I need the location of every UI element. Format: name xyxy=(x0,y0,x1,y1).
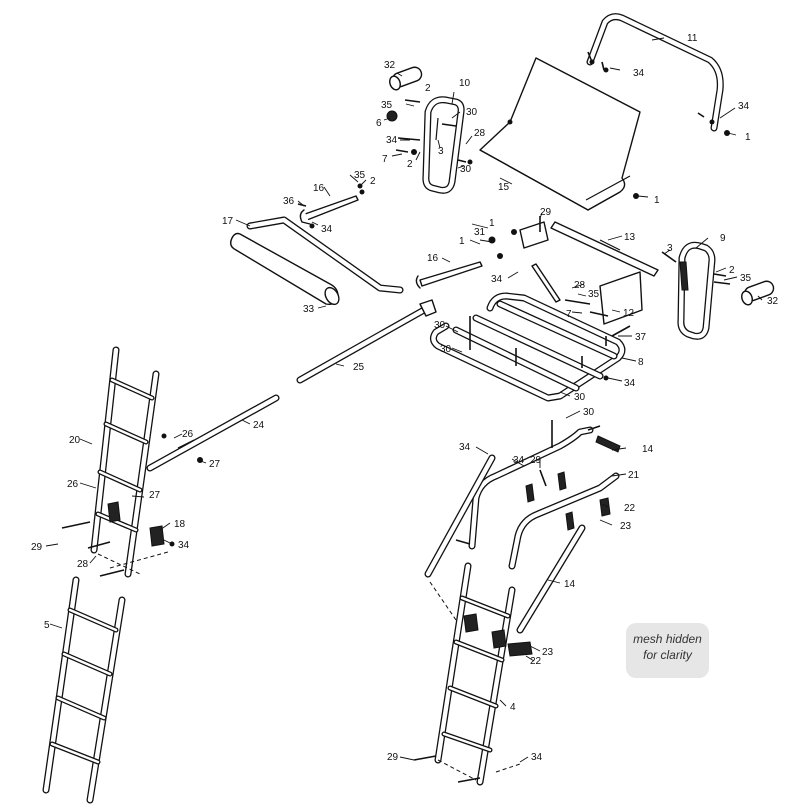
callout-31: 31 xyxy=(474,227,486,238)
callout-24: 24 xyxy=(253,420,265,431)
callout-29: 29 xyxy=(540,207,552,218)
part-15-seat-panel xyxy=(479,57,641,211)
callout-6: 6 xyxy=(376,118,382,129)
callout-35: 35 xyxy=(588,289,600,300)
callout-20: 20 xyxy=(69,435,81,446)
callout-34: 34 xyxy=(624,378,636,389)
callout-21: 21 xyxy=(628,470,640,481)
callout-7: 7 xyxy=(566,309,572,320)
part-13-crossbar xyxy=(550,221,659,277)
part-24-lower-tube xyxy=(146,394,280,472)
callout-14: 14 xyxy=(564,579,576,590)
callout-2: 2 xyxy=(407,159,413,170)
callout-34: 34 xyxy=(491,274,503,285)
part-9-right-side-frame xyxy=(661,241,731,340)
callout-22: 22 xyxy=(624,503,636,514)
callout-35: 35 xyxy=(381,100,393,111)
callout-2: 2 xyxy=(370,176,376,187)
callout-11: 11 xyxy=(687,33,698,44)
callout-4: 4 xyxy=(510,702,516,713)
callout-37: 37 xyxy=(635,332,647,343)
callout-18: 18 xyxy=(174,519,186,530)
callout-36: 36 xyxy=(283,196,295,207)
callout-10: 10 xyxy=(459,78,471,89)
callout-29: 29 xyxy=(387,752,399,763)
callout-34: 34 xyxy=(178,540,190,551)
callout-28: 28 xyxy=(574,280,586,291)
callout-28: 28 xyxy=(474,128,486,139)
callout-16: 16 xyxy=(427,253,439,264)
callout-35: 35 xyxy=(740,273,752,284)
callout-25: 25 xyxy=(353,362,365,373)
callout-29: 29 xyxy=(530,455,542,466)
callout-28: 28 xyxy=(77,559,89,570)
callout-3: 3 xyxy=(667,243,673,254)
callout-16: 16 xyxy=(313,183,325,194)
callout-27: 27 xyxy=(149,490,161,501)
part-32-grip-left xyxy=(389,66,423,91)
callout-7: 7 xyxy=(382,154,388,165)
callout-1: 1 xyxy=(654,195,660,206)
callout-1: 1 xyxy=(745,132,751,143)
part-25-long-tube xyxy=(296,299,437,384)
part-10-left-side-frame xyxy=(386,96,473,194)
callout-35: 35 xyxy=(354,170,366,181)
callout-34: 34 xyxy=(738,101,750,112)
part-5-lower-ladder xyxy=(42,576,126,804)
callout-34: 34 xyxy=(633,68,645,79)
callout-34: 34 xyxy=(386,135,398,146)
callout-17: 17 xyxy=(222,216,234,227)
leader-lines xyxy=(45,37,763,763)
callout-22: 22 xyxy=(530,656,542,667)
callout-27: 27 xyxy=(209,459,221,470)
callout-23: 23 xyxy=(620,521,632,532)
note-line-2: for clarity xyxy=(643,648,692,662)
callout-33: 33 xyxy=(303,304,315,315)
callout-5: 5 xyxy=(44,620,50,631)
callout-34: 34 xyxy=(459,442,471,453)
part-21-rear-frame xyxy=(455,420,621,570)
callout-32: 32 xyxy=(767,296,779,307)
callout-23: 23 xyxy=(542,647,554,658)
mesh-hidden-note: mesh hidden for clarity xyxy=(626,623,709,678)
part-4-rear-ladder xyxy=(413,562,521,786)
callout-34: 34 xyxy=(531,752,543,763)
callout-1: 1 xyxy=(489,218,495,229)
callout-13: 13 xyxy=(624,232,636,243)
part-14-support-strut xyxy=(424,454,586,657)
part-20-upper-ladder xyxy=(61,346,175,578)
part-33-arm-foam xyxy=(229,232,340,306)
part-11-top-rail xyxy=(586,13,730,136)
callout-34: 34 xyxy=(321,224,333,235)
callout-15: 15 xyxy=(498,182,510,193)
callout-26: 26 xyxy=(67,479,79,490)
callout-32: 32 xyxy=(384,60,396,71)
part-32-grip-right xyxy=(741,280,775,306)
callout-30: 30 xyxy=(434,320,446,331)
part-8-floor-frame xyxy=(429,292,626,402)
callout-2: 2 xyxy=(425,83,431,94)
callout-3: 3 xyxy=(438,146,444,157)
note-line-1: mesh hidden xyxy=(633,632,702,646)
callout-30: 30 xyxy=(583,407,595,418)
callout-8: 8 xyxy=(638,357,644,368)
callout-30: 30 xyxy=(466,107,478,118)
callout-12: 12 xyxy=(623,308,635,319)
part-frame-members xyxy=(488,216,643,337)
callout-34: 34 xyxy=(513,455,525,466)
part-17-arm-tube xyxy=(246,216,404,294)
callout-30: 30 xyxy=(440,344,452,355)
callout-29: 29 xyxy=(31,542,43,553)
callout-labels: 11 34 34 1 32 10 2 35 30 6 3 34 28 7 2 3… xyxy=(31,33,779,763)
callout-30: 30 xyxy=(460,164,472,175)
callout-2: 2 xyxy=(729,265,735,276)
part-16-lower-arm xyxy=(415,261,483,289)
callout-1: 1 xyxy=(459,236,465,247)
part-16-upper-arm xyxy=(297,183,365,229)
callout-9: 9 xyxy=(720,233,726,244)
callout-26: 26 xyxy=(182,429,194,440)
callout-14: 14 xyxy=(642,444,654,455)
callout-30: 30 xyxy=(574,392,586,403)
